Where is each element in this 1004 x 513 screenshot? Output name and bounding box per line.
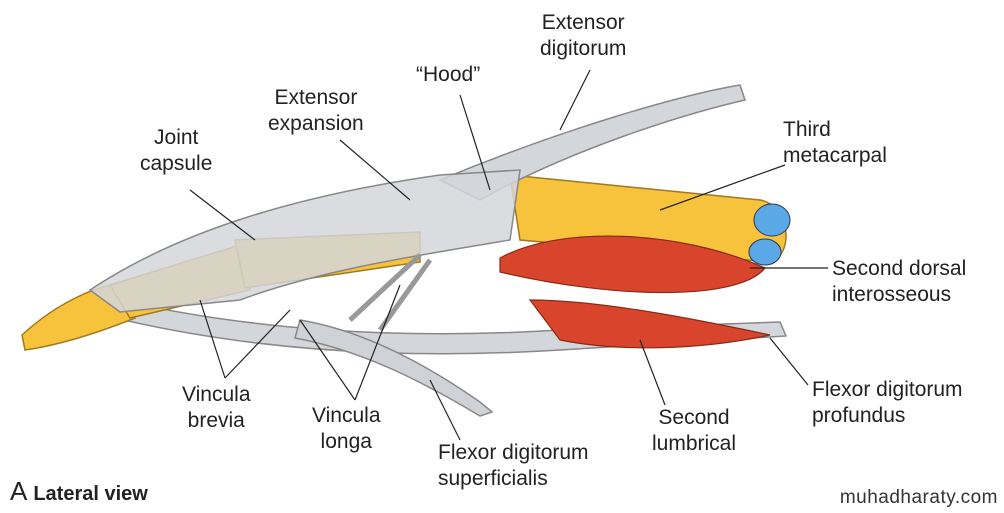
metacarpal-head-cartilage-2 [748,238,782,266]
leader-lines [189,69,828,441]
vincula-longa [348,253,433,332]
label-line: Third [783,118,831,141]
label-vincula-brevia: Vincula brevia [182,382,251,434]
label-line: Extensor [274,86,358,109]
label-line: Flexor digitorum [812,378,963,401]
metacarpal-head-cartilage [753,203,791,237]
label-second-lumbrical: Second lumbrical [652,405,736,457]
label-line: interosseous [832,283,952,306]
label-line: lumbrical [652,432,737,455]
label-line: superficialis [438,467,548,490]
label-line: capsule [140,152,213,175]
label-vincula-longa: Vincula longa [312,403,381,455]
label-third-metacarpal: Third metacarpal [783,117,887,169]
caption-text: Lateral view [33,483,148,505]
label-extensor-digitorum: Extensor digitorum [540,10,626,62]
label-line: longa [320,430,372,453]
label-flexor-digitorum-profundus: Flexor digitorum profundus [812,377,963,429]
label-line: Vincula [312,404,381,427]
label-line: digitorum [540,37,627,60]
panel-letter: A [10,476,28,506]
label-line: metacarpal [783,144,887,167]
label-flexor-digitorum-superficialis: Flexor digitorum superficialis [438,440,589,492]
label-line: Flexor digitorum [438,441,589,464]
label-hood: “Hood” [416,63,481,86]
label-line: expansion [268,112,364,135]
extensor-expansion [88,169,521,313]
label-second-dorsal-interosseous: Second dorsal interosseous [832,256,966,308]
flexor-digitorum-superficialis-tendon [294,319,494,417]
label-line: Second [658,406,730,429]
label-line: brevia [187,409,245,432]
label-line: Vincula [182,383,251,406]
label-line: Extensor [541,11,625,34]
label-line: Joint [154,126,199,149]
label-joint-capsule: Joint capsule [140,125,212,177]
second-lumbrical-muscle [528,299,771,349]
watermark: muhadharaty.com [839,487,998,508]
label-line: Second dorsal [832,257,967,280]
label-extensor-expansion: Extensor expansion [268,85,364,137]
label-line: profundus [812,404,906,427]
